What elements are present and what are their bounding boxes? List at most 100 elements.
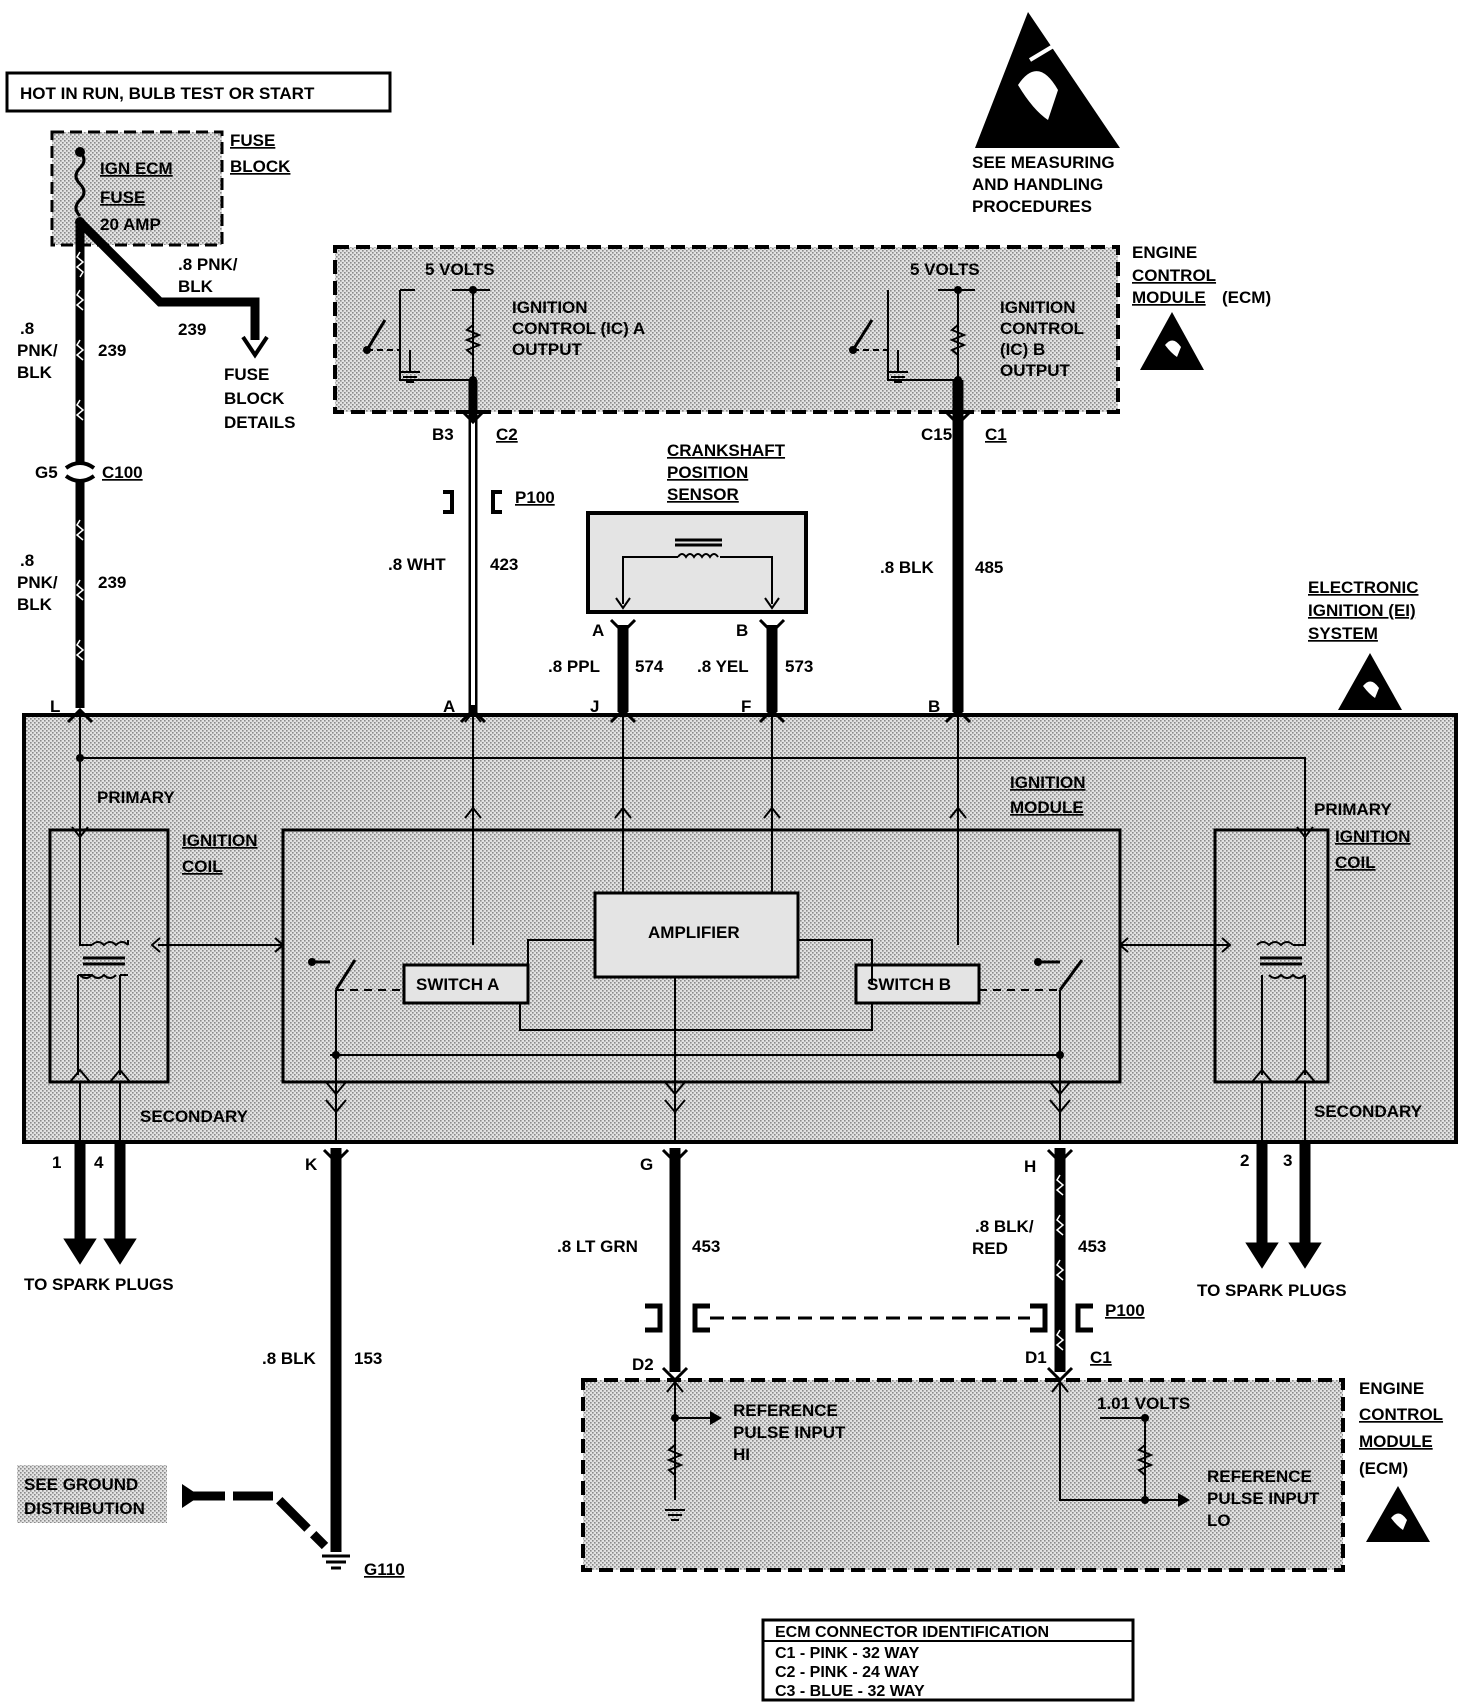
ckp-label-2: POSITION: [667, 463, 748, 482]
p100-top-right-half: [491, 490, 502, 514]
ref-lo-2: PULSE INPUT: [1207, 1489, 1320, 1508]
pin-c1-top: C1: [985, 425, 1007, 444]
fuse-symbol: [74, 150, 86, 218]
see-ground-1: SEE GROUND: [24, 1475, 138, 1494]
pin-b3: B3: [432, 425, 454, 444]
see-ground-box: [17, 1465, 167, 1523]
wire-153-circuit: 153: [354, 1349, 382, 1368]
connector-c100: C100: [102, 463, 143, 482]
wire-423-color: .8 WHT: [388, 555, 446, 574]
ckp-pin-b: B: [736, 621, 748, 640]
pin-g: G: [640, 1155, 653, 1174]
esd-icon-ecm-top: [1140, 312, 1204, 370]
connector-id-table: ECM CONNECTOR IDENTIFICATION C1 - PINK -…: [761, 1618, 1135, 1702]
connector-g5: G5: [35, 463, 58, 482]
pin-d2: D2: [632, 1355, 654, 1374]
ecm-bottom-title-2: CONTROL: [1359, 1405, 1443, 1424]
branch-arrow: [241, 335, 269, 359]
wire-239-color-b2: PNK/: [17, 573, 58, 592]
fuse-block-label-line2: BLOCK: [230, 157, 291, 176]
wire-573-color: .8 YEL: [697, 657, 749, 676]
ecm-top: 5 VOLTS IGNITION CONTROL (IC) A OUTPUT 5…: [333, 245, 1120, 414]
esd-notice-line3: PROCEDURES: [972, 197, 1092, 216]
p100-top: P100: [515, 488, 555, 507]
coil-right-1: IGNITION: [1335, 827, 1411, 846]
wire-239-color-a1: .8: [20, 319, 34, 338]
p100-top-left-half: [443, 490, 454, 514]
ecm-bottom-title-1: ENGINE: [1359, 1379, 1424, 1398]
wire-423-wht: [461, 380, 485, 712]
switch-a-label: SWITCH A: [416, 975, 499, 994]
coil-left-2: COIL: [182, 857, 223, 876]
ecm-top-title-3: MODULE: [1132, 288, 1206, 307]
pin-4: 4: [94, 1153, 104, 1172]
pin-3: 3: [1283, 1151, 1292, 1170]
wire-574-color: .8 PPL: [548, 657, 600, 676]
ic-a-line2: CONTROL (IC) A: [512, 319, 645, 338]
spark-plugs-left: TO SPARK PLUGS: [24, 1275, 174, 1294]
ic-b-line2: CONTROL: [1000, 319, 1084, 338]
ecm-bottom-volts: 1.01 VOLTS: [1097, 1394, 1190, 1413]
esd-notice-line2: AND HANDLING: [972, 175, 1103, 194]
ground-symbol-ic-a: [400, 350, 420, 383]
connector-id-row-2: C2 - PINK - 24 WAY: [775, 1664, 920, 1681]
ei-system-1: ELECTRONIC: [1308, 578, 1419, 597]
ref-hi-3: HI: [733, 1445, 750, 1464]
pin-1: 1: [52, 1153, 61, 1172]
ckp-pin-a: A: [592, 621, 604, 640]
wire-ltgrn-circuit: 453: [692, 1237, 720, 1256]
esd-warning-icon: [975, 12, 1120, 148]
ignition-module-2: MODULE: [1010, 798, 1084, 817]
p100-bottom-connector: [645, 1303, 1093, 1333]
p100-bottom: P100: [1105, 1301, 1145, 1320]
fuse-rating: 20 AMP: [100, 215, 161, 234]
ref-lo-1: REFERENCE: [1207, 1467, 1312, 1486]
pin-b: B: [928, 697, 940, 716]
ecm-top-title-4: (ECM): [1222, 288, 1271, 307]
wire-239-color-a3: BLK: [17, 363, 53, 382]
pin-h: H: [1024, 1157, 1036, 1176]
crankshaft-position-sensor: [586, 511, 808, 614]
esd-notice-line1: SEE MEASURING: [972, 153, 1115, 172]
secondary-left: SECONDARY: [140, 1107, 249, 1126]
wire-423-circuit: 423: [490, 555, 518, 574]
pin-c1-bottom: C1: [1090, 1348, 1112, 1367]
wire-ltgrn-color: .8 LT GRN: [557, 1237, 638, 1256]
secondary-right: SECONDARY: [1314, 1102, 1423, 1121]
ground-g110: G110: [364, 1560, 405, 1579]
ecm-bottom-title-4: (ECM): [1359, 1459, 1408, 1478]
connector-id-row-1: C1 - PINK - 32 WAY: [775, 1645, 920, 1662]
wire-blkred-color-2: RED: [972, 1239, 1008, 1258]
ic-a-line3: OUTPUT: [512, 340, 583, 359]
branch-circuit: 239: [178, 320, 206, 339]
primary-left: PRIMARY: [97, 788, 175, 807]
fuse-block-label-line1: FUSE: [230, 131, 275, 150]
ground-distribution-link: [185, 1491, 329, 1550]
pin-a: A: [443, 697, 455, 716]
wire-485-circuit: 485: [975, 558, 1003, 577]
wire-153-color: .8 BLK: [262, 1349, 317, 1368]
pin-f: F: [741, 697, 751, 716]
ref-hi-2: PULSE INPUT: [733, 1423, 846, 1442]
ecm-bottom-title-3: MODULE: [1359, 1432, 1433, 1451]
pin-c15: C15: [921, 425, 952, 444]
wire-239-color-b1: .8: [20, 551, 34, 570]
wire-239-color-b3: BLK: [17, 595, 53, 614]
wire-239-circuit-b: 239: [98, 573, 126, 592]
ic-b-line4: OUTPUT: [1000, 361, 1071, 380]
ecm-bottom: REFERENCE PULSE INPUT HI 1.01 VOLTS REFE…: [581, 1366, 1345, 1572]
ground-symbol-ic-b: [888, 350, 908, 383]
ecm-top-title-2: CONTROL: [1132, 266, 1216, 285]
ic-b-line1: IGNITION: [1000, 298, 1076, 317]
pin-d1: D1: [1025, 1348, 1047, 1367]
wire-blkred-color-1: .8 BLK/: [975, 1217, 1034, 1236]
fuse-details-2: BLOCK: [224, 389, 285, 408]
coil-right-2: COIL: [1335, 853, 1376, 872]
spark-plugs-right: TO SPARK PLUGS: [1197, 1281, 1347, 1300]
ic-a-volts: 5 VOLTS: [425, 260, 495, 279]
pin-2: 2: [1240, 1151, 1249, 1170]
amplifier-label: AMPLIFIER: [648, 923, 740, 942]
ref-hi-1: REFERENCE: [733, 1401, 838, 1420]
branch-wire-color-1: .8 PNK/: [178, 255, 238, 274]
